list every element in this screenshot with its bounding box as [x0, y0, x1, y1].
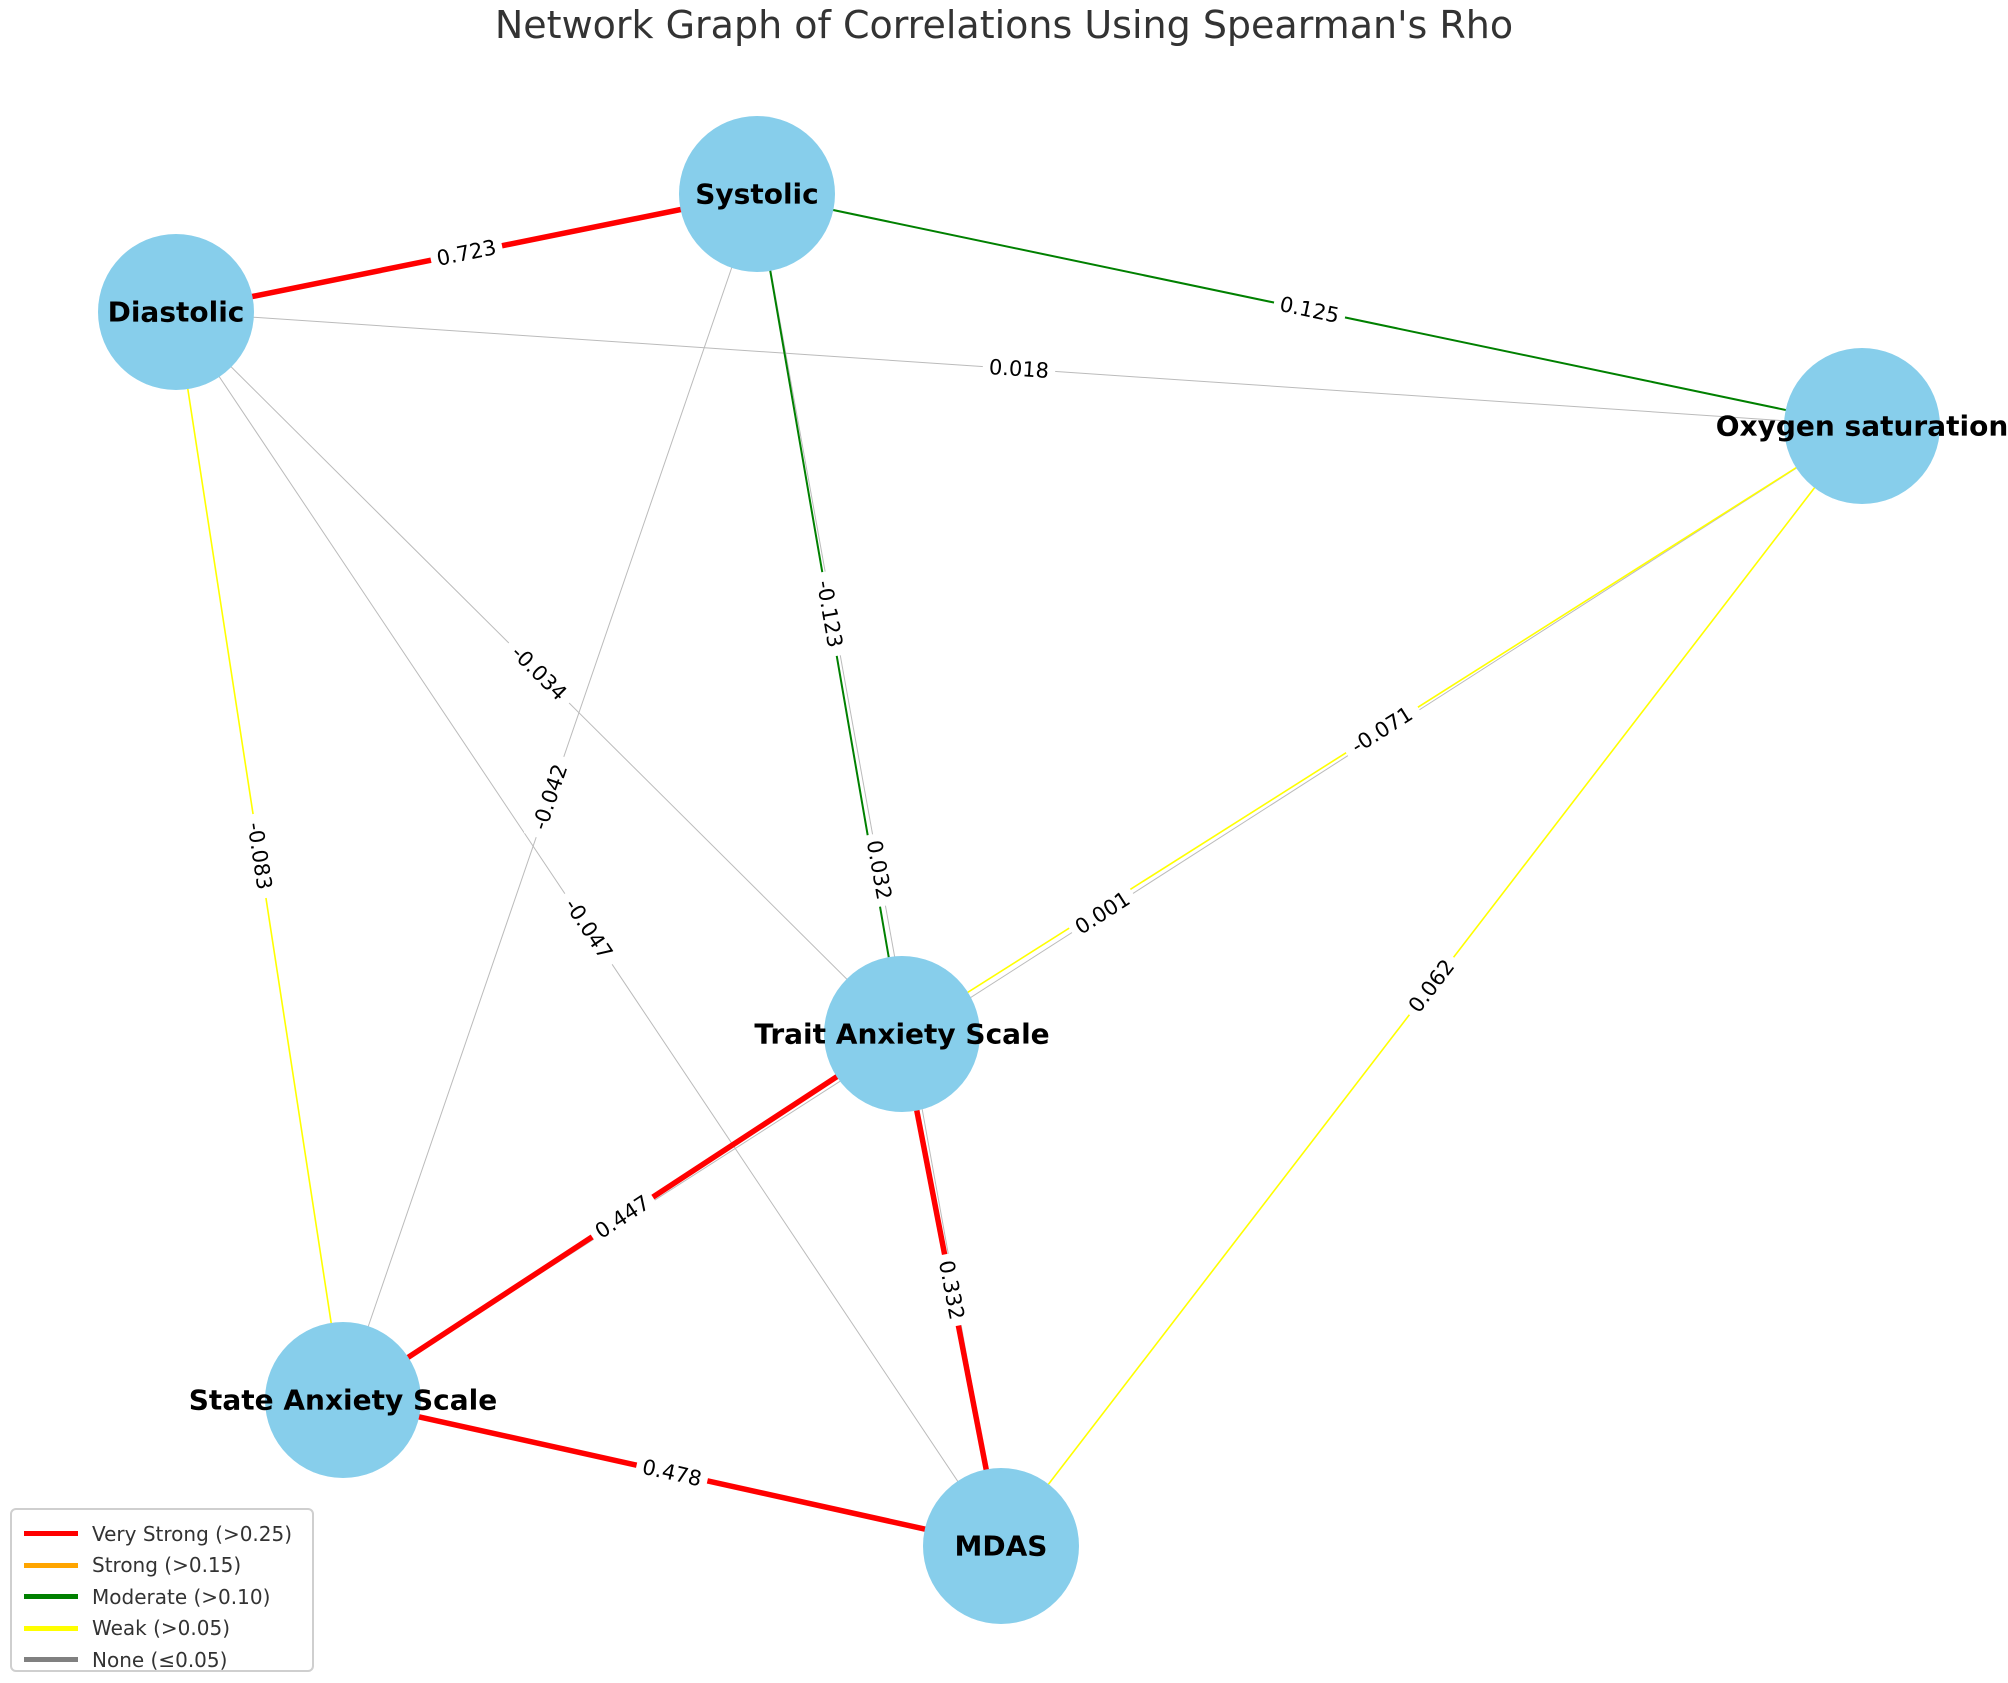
edge-label-group-oxygen-mdas: 0.062 — [1399, 949, 1464, 1023]
node-circle-trait — [824, 956, 980, 1112]
edge-label-group-diastolic-mdas: -0.047 — [554, 886, 623, 972]
legend-item-weak: Weak (>0.05) — [24, 1613, 300, 1645]
edge-label-group-oxygen-trait: -0.071 — [1339, 696, 1425, 764]
legend-swatch-very-strong — [24, 1531, 78, 1537]
node-label-oxygen: Oxygen saturation — [1716, 410, 2008, 443]
node-label-trait: Trait Anxiety Scale — [754, 1018, 1049, 1051]
edge-label-diastolic-state: -0.083 — [243, 821, 277, 892]
edge-label-group-systolic-diastolic: 0.723 — [428, 233, 505, 273]
node-circle-systolic — [679, 116, 835, 272]
node-circle-diastolic — [98, 234, 254, 390]
node-diastolic: Diastolic — [98, 234, 254, 390]
edge-label-bg — [1064, 882, 1141, 944]
legend-item-moderate: Moderate (>0.10) — [24, 1581, 300, 1613]
node-label-systolic: Systolic — [695, 178, 819, 211]
edge-label-bg — [931, 1251, 972, 1329]
edge-label-group-diastolic-state: -0.083 — [240, 812, 279, 900]
edge-label-bg — [981, 353, 1057, 385]
edge-label-diastolic-trait: -0.034 — [507, 641, 572, 706]
node-trait: Trait Anxiety Scale — [754, 956, 1050, 1112]
edge-label-oxygen-mdas: 0.062 — [1404, 955, 1460, 1017]
edge-label-bg — [428, 233, 505, 273]
edge-label-group-diastolic-oxygen: 0.018 — [981, 353, 1057, 385]
edge-label-bg — [633, 1452, 711, 1494]
node-oxygen: Oxygen saturation — [1716, 348, 2008, 504]
legend-label-weak: Weak (>0.05) — [92, 1616, 230, 1641]
graph-title: Network Graph of Correlations Using Spea… — [494, 3, 1514, 47]
legend-swatch-none — [24, 1657, 78, 1663]
legend-swatch-moderate — [24, 1594, 78, 1600]
edge-label-group-trait-state: 0.447 — [585, 1186, 660, 1248]
edge-label-bg — [1339, 696, 1425, 764]
edge-label-group-oxygen-state: 0.001 — [1064, 882, 1141, 944]
legend-label-strong: Strong (>0.15) — [92, 1553, 242, 1578]
edge-label-oxygen-trait: -0.071 — [1347, 702, 1417, 759]
edge-label-bg — [1271, 289, 1348, 331]
edge-label-systolic-mdas: 0.032 — [862, 838, 896, 901]
legend: Very Strong (>0.25) Strong (>0.15) Moder… — [10, 1508, 314, 1672]
node-label-diastolic: Diastolic — [108, 296, 245, 329]
edge-labels-layer: 0.723 0.125 -0.123 -0.042 0.032 0.018 -0.034 -0… — [240, 233, 1464, 1494]
edge-label-group-diastolic-trait: -0.034 — [499, 633, 579, 713]
node-state: State Anxiety Scale — [189, 1322, 497, 1478]
node-systolic: Systolic — [679, 116, 835, 272]
edge-label-systolic-state: -0.042 — [528, 761, 573, 833]
legend-label-moderate: Moderate (>0.10) — [92, 1584, 271, 1609]
edge-label-bg — [585, 1186, 660, 1248]
edge-label-bg — [240, 812, 279, 900]
edge-label-group-trait-mdas: 0.332 — [931, 1251, 972, 1329]
edge-label-bg — [1399, 949, 1464, 1023]
edge-label-group-systolic-state: -0.042 — [523, 752, 577, 842]
legend-swatch-strong — [24, 1562, 78, 1568]
node-circle-oxygen — [1784, 348, 1940, 504]
edge-label-diastolic-oxygen: 0.018 — [988, 355, 1050, 383]
node-label-mdas: MDAS — [955, 1530, 1048, 1563]
edge-label-bg — [809, 569, 850, 659]
legend-swatch-weak — [24, 1625, 78, 1631]
edge-label-group-systolic-mdas: 0.032 — [859, 832, 899, 908]
edge-label-diastolic-mdas: -0.047 — [560, 894, 618, 964]
edge-label-bg — [859, 832, 899, 908]
legend-item-strong: Strong (>0.15) — [24, 1550, 300, 1582]
edge-label-bg — [523, 752, 577, 842]
node-mdas: MDAS — [923, 1468, 1079, 1624]
edge-label-bg — [554, 886, 623, 972]
node-label-state: State Anxiety Scale — [189, 1384, 497, 1417]
legend-label-none: None (≤0.05) — [92, 1647, 228, 1672]
legend-item-none: None (≤0.05) — [24, 1644, 300, 1676]
node-circle-state — [265, 1322, 421, 1478]
legend-item-very-strong: Very Strong (>0.25) — [24, 1518, 300, 1550]
edge-label-group-systolic-oxygen: 0.125 — [1271, 289, 1348, 331]
edge-label-bg — [499, 633, 579, 713]
legend-label-very-strong: Very Strong (>0.25) — [92, 1521, 293, 1546]
node-circle-mdas — [923, 1468, 1079, 1624]
edge-label-group-state-mdas: 0.478 — [633, 1452, 711, 1494]
edges-layer — [175, 191, 1863, 1549]
edge-label-group-systolic-trait: -0.123 — [809, 569, 850, 659]
